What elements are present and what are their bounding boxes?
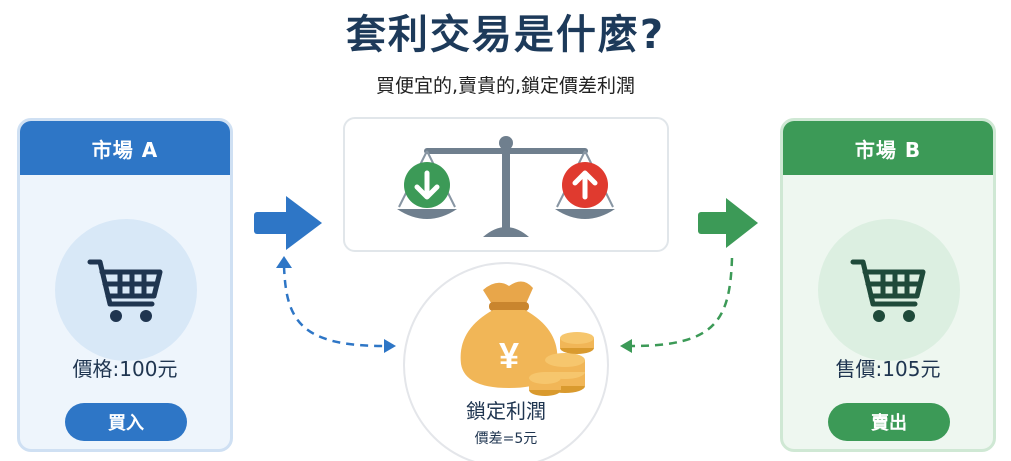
market-a-header: 市場 A: [20, 121, 230, 175]
balance-scale-icon: [397, 136, 615, 237]
page-subtitle: 買便宜的,賣貴的,鎖定價差利潤: [375, 75, 636, 97]
green-dashed-connector: [631, 257, 734, 348]
balance-scale-panel: [343, 117, 669, 252]
down-arrow-icon: [404, 162, 450, 208]
blue-flow-arrow: [254, 196, 322, 250]
money-bag-icon: ¥: [460, 281, 594, 396]
market-a-card: 市場 A 價格:100元 買入: [17, 118, 233, 452]
market-b-cart-badge: [818, 219, 960, 361]
up-arrow-icon: [562, 162, 608, 208]
market-b-card: 市場 B 售價:105元 賣出: [780, 118, 996, 452]
page-title: 套利交易是什麼?: [345, 12, 666, 58]
coin-stack-icon: [529, 332, 594, 396]
buy-button[interactable]: 買入: [65, 403, 187, 441]
market-a-cart-badge: [55, 219, 197, 361]
sell-button[interactable]: 賣出: [828, 403, 950, 441]
blue-dashed-connector: [282, 265, 385, 348]
profit-circle: ¥: [403, 262, 609, 461]
market-b-header: 市場 B: [783, 121, 993, 175]
locked-profit-label: 鎖定利潤: [466, 399, 546, 423]
currency-symbol: ¥: [499, 335, 519, 376]
market-b-price: 售價:105元: [835, 357, 941, 381]
shopping-cart-icon: [87, 259, 163, 322]
green-flow-arrow: [698, 198, 758, 248]
shopping-cart-icon: [850, 259, 926, 322]
market-a-price: 價格:100元: [72, 357, 178, 381]
price-difference-label: 價差=5元: [474, 431, 538, 447]
